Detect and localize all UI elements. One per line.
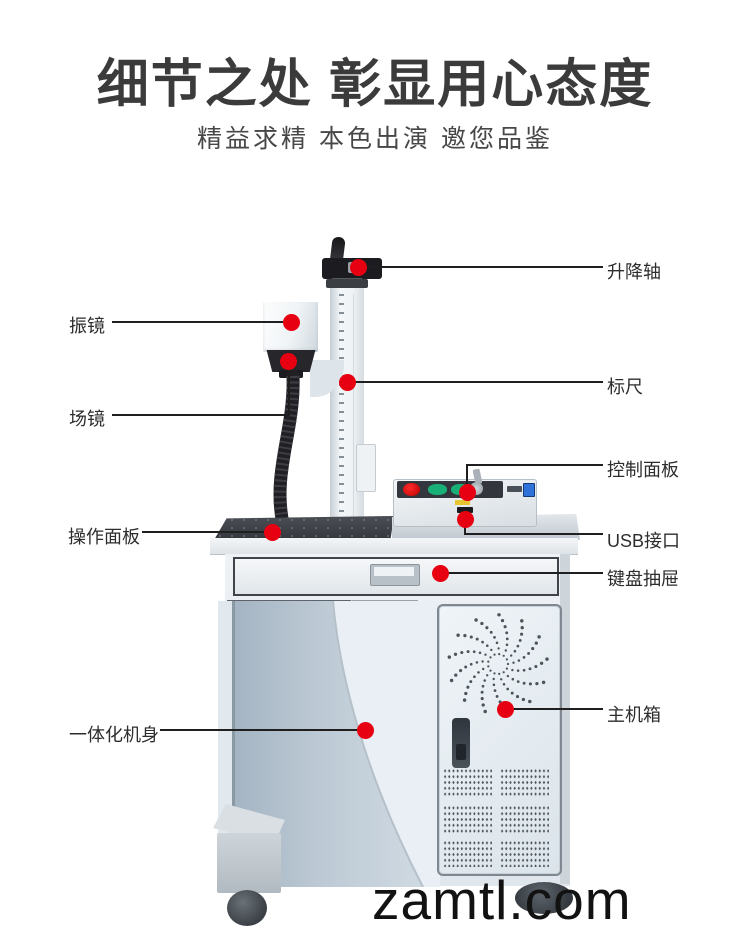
callout-dot-keyboard-drawer	[432, 565, 449, 582]
callout-line-keyboard-drawer	[440, 572, 603, 574]
green-switch-1	[428, 484, 447, 495]
callout-label-galvanometer: 振镜	[69, 316, 105, 336]
callout-line-integrated-body	[160, 729, 366, 731]
callout-label-operation-panel: 操作面板	[68, 527, 140, 547]
callout-line-usb-port	[464, 533, 603, 535]
column-cap	[326, 279, 368, 288]
callout-dot-control-panel	[459, 484, 476, 501]
column-groove	[353, 294, 354, 520]
cabinet-right-side	[560, 554, 570, 884]
callout-label-integrated-body: 一体化机身	[69, 725, 159, 745]
left-caster-wheel	[227, 890, 267, 926]
column-slide-plate	[356, 444, 376, 492]
vent-grid	[443, 805, 492, 834]
chassis-door-handle	[452, 718, 470, 768]
callout-dot-field-lens	[280, 353, 297, 370]
callout-label-keyboard-drawer: 键盘抽屉	[607, 569, 679, 589]
page-subtitle: 精益求精 本色出演 邀您品鉴	[197, 125, 553, 153]
callout-label-main-chassis: 主机箱	[607, 705, 661, 725]
callout-line-galvanometer	[112, 321, 292, 323]
page-title: 细节之处 彰显用心态度	[96, 56, 654, 114]
emergency-stop-button	[403, 483, 420, 496]
column-ruler-marks	[339, 294, 344, 520]
callout-dot-galvanometer	[283, 314, 300, 331]
drawer-handle-inner	[374, 567, 414, 576]
callout-label-control-panel: 控制面板	[607, 460, 679, 480]
callout-label-ruler: 标尺	[607, 377, 643, 397]
usb-port	[457, 507, 473, 513]
callout-line-control-panel	[466, 464, 603, 466]
callout-dot-lifting-axis	[350, 259, 367, 276]
callout-dot-main-chassis	[497, 701, 514, 718]
laser-column	[330, 282, 364, 532]
vent-grid	[443, 840, 492, 867]
callout-label-usb-port: USB接口	[607, 531, 681, 551]
panel-slot	[507, 486, 522, 492]
callout-line-operation-panel	[142, 531, 273, 533]
fan-vent-spiral	[447, 613, 549, 714]
callout-line-control-panel-vertical	[466, 464, 468, 493]
usb-connector-blue	[523, 483, 535, 497]
callout-dot-operation-panel	[264, 524, 281, 541]
callout-dot-usb-port	[457, 511, 474, 528]
left-foot-front	[217, 833, 281, 893]
table-front-edge	[210, 538, 578, 555]
callout-line-field-lens-vertical	[288, 361, 290, 416]
vent-grid	[443, 768, 492, 797]
warning-label	[455, 500, 470, 505]
callout-line-lifting-axis	[358, 266, 603, 268]
right-caster-wheel	[515, 882, 573, 914]
chassis-door-handle-notch	[456, 744, 466, 760]
callout-line-ruler	[347, 381, 603, 383]
watermark: zamtl.com	[372, 869, 632, 931]
callout-line-main-chassis	[505, 708, 603, 710]
callout-dot-integrated-body	[357, 722, 374, 739]
callout-dot-ruler	[339, 374, 356, 391]
vent-grid	[500, 805, 549, 834]
vent-grid	[500, 840, 549, 867]
callout-label-lifting-axis: 升降轴	[607, 262, 661, 282]
operation-keypad	[214, 516, 394, 540]
callout-label-field-lens: 场镜	[69, 409, 105, 429]
callout-line-field-lens	[112, 414, 290, 416]
fiber-cable	[273, 370, 300, 530]
vent-grid	[500, 768, 549, 797]
